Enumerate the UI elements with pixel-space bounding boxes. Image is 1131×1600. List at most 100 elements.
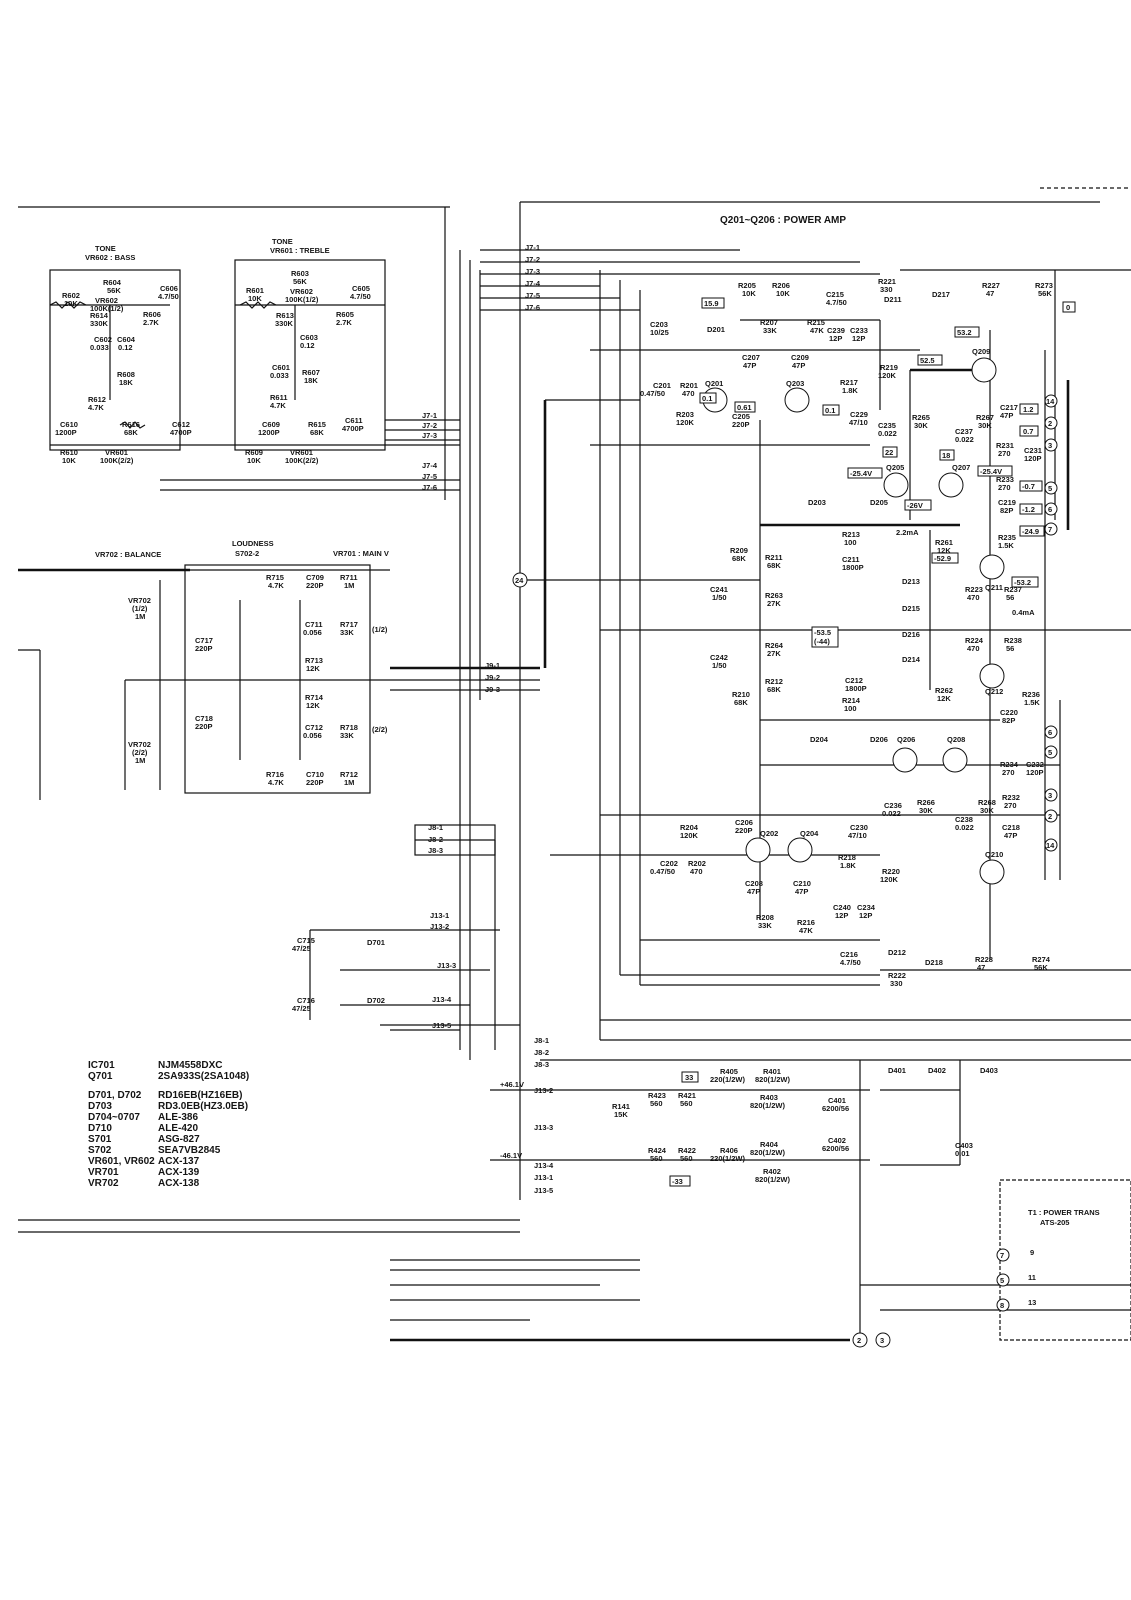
c218-val: 47P [1004,831,1017,840]
r406-ref: R406 [720,1146,738,1155]
r601-ref: R601 [246,286,264,295]
vn254b-box [977,465,1013,477]
c602-ref: C602 [94,335,112,344]
d217-label: D217 [932,290,950,299]
r233-val: 270 [998,483,1011,492]
r211-ref: R211 [765,553,783,562]
pin-5: 5 [1000,1276,1004,1285]
q209-label: Q209 [972,347,990,356]
r604-ref: R604 [103,278,122,287]
ic-pin-circles [1044,350,1070,880]
vn33-label: -33 [672,1177,683,1186]
c401-val: 6200/56 [822,1104,849,1113]
r215-val: 47K [810,326,824,335]
r210-ref: R210 [732,690,750,699]
vn532-box [1011,576,1039,588]
ic-pin-5b: 5 [1048,748,1052,757]
c206-val: 220P [735,826,753,835]
r213-val: 100 [844,538,857,547]
j8-connectors [414,824,496,1050]
part-ref: D703 [88,1101,112,1112]
half-mark-1: (1/2) [372,625,388,634]
c235-ref: C235 [878,421,896,430]
lower-j13-5: J13-5 [534,1186,553,1195]
v33-label: 33 [685,1073,693,1082]
j7-6: J7-6 [525,303,540,312]
r402-val: 820(1/2W) [755,1175,791,1184]
r422-val: 560 [680,1154,693,1163]
q202-label: Q202 [760,829,778,838]
r716-ref: R716 [266,770,284,779]
j7-5: J7-5 [525,291,540,300]
vn249-label: -24.9 [1022,527,1039,536]
r207-ref: R207 [760,318,778,327]
d212-label: D212 [888,948,906,957]
r606-val: 2.7K [143,318,159,327]
r717-val: 33K [340,628,354,637]
r713-ref: R713 [305,656,323,665]
c606-ref: C606 [160,284,178,293]
node-3: 3 [880,1336,884,1345]
r611-ref: R611 [270,393,288,402]
r424-ref: R424 [648,1146,667,1155]
r266-ref: R266 [917,798,935,807]
vn461-label: -46.1V [500,1151,522,1160]
r262-ref: R262 [935,686,953,695]
ic-pin-2b: 2 [1048,812,1052,821]
r401-ref: R401 [763,1067,781,1076]
r603-ref: R603 [291,269,309,278]
vr602b-val: 100K(1/2) [285,295,319,304]
c217-val: 47P [1000,411,1013,420]
r717-ref: R717 [340,620,358,629]
pin-8: 8 [1000,1301,1004,1310]
c717-val: 220P [195,644,213,653]
r421-ref: R421 [678,1091,696,1100]
r261-val: 12K [937,546,951,555]
r605-ref: R605 [336,310,354,319]
v0-box [1062,301,1076,313]
r227-val: 47 [986,289,994,298]
c231-ref: C231 [1024,446,1042,455]
c215-val: 4.7/50 [826,298,847,307]
part-ref: Q701 [88,1071,113,1082]
r206-ref: R206 [772,281,790,290]
loudness-label: LOUDNESS [232,539,274,548]
r237-ref: R237 [1004,585,1022,594]
ic-pin-14b: 14 [1046,841,1055,850]
c611-ref: C611 [345,416,363,425]
c207-ref: C207 [742,353,760,362]
c236-val: 0.022 [882,809,901,818]
j13-3: J13-3 [437,961,456,970]
q206-label: Q206 [897,735,915,744]
vr602-val: 100K(1/2) [90,304,124,313]
r219-val: 120K [878,371,897,380]
c216-val: 4.7/50 [840,958,861,967]
part-ref: VR702 [88,1178,119,1189]
vr601b-val: 100K(2/2) [285,456,319,465]
c717-ref: C717 [195,636,213,645]
c203-ref: C203 [650,320,668,329]
r209-ref: R209 [730,546,748,555]
c611-val: 4700P [342,424,364,433]
ic-pin-2a: 2 [1048,419,1052,428]
r610-val: 10K [62,456,76,465]
vr702a-val: 1M [135,612,145,621]
power-amp-traces [519,240,1131,1200]
c210-ref: C210 [793,879,811,888]
c233-ref: C233 [850,326,868,335]
r405-val: 220(1/2W) [710,1075,746,1084]
r227-ref: R227 [982,281,1000,290]
lower-j13-4: J13-4 [534,1161,554,1170]
j13-connectors [309,929,500,1031]
v22-box [882,446,898,458]
j8-1: J8-1 [428,823,443,832]
part-ref: D710 [88,1123,112,1134]
r218-val: 1.8K [840,861,856,870]
v061-label: 0.61 [737,403,752,412]
node-2-marker [852,1332,868,1348]
c712-ref: C712 [305,723,323,732]
